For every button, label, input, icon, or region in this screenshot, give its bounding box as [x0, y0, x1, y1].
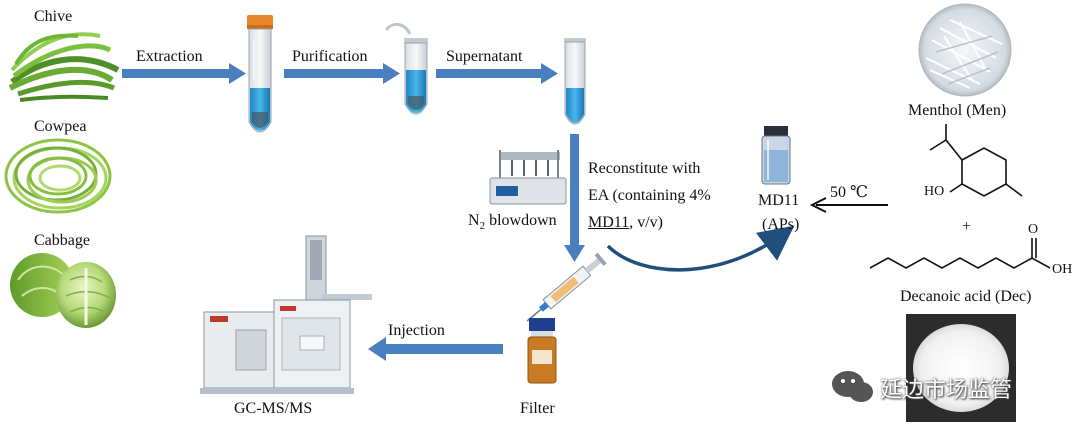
label-menthol-ho: HO: [924, 184, 945, 199]
arrow-heat: [809, 197, 888, 213]
label-reconstitute-line3: MD11, v/v): [588, 214, 663, 232]
label-md11: MD11: [758, 192, 800, 209]
decanoic-acid-powder-image: [906, 314, 1016, 422]
arrow-purification: [284, 63, 400, 84]
label-aps: (APs): [762, 216, 800, 233]
gc-ms-instrument-image: [200, 235, 372, 394]
cowpea-image: [4, 138, 112, 214]
label-reconstitute-line2: EA (containing 4%: [588, 187, 711, 204]
arrow-injection: [368, 337, 503, 361]
filter-vial-icon: [527, 318, 557, 384]
label-filter: Filter: [520, 400, 555, 417]
supernatant-tube-icon: [564, 38, 586, 125]
nitrogen-evaporator-icon: [489, 150, 567, 205]
label-plus: +: [962, 218, 972, 235]
label-n2-blowdown: N2 blowdown: [468, 212, 557, 232]
n2-symbol: N: [468, 212, 480, 229]
label-chive: Chive: [34, 8, 73, 25]
centrifuge-tube-icon: [247, 15, 273, 133]
wechat-icon: [832, 371, 873, 402]
label-reconstitute-line1: Reconstitute with: [588, 160, 701, 177]
md11-underlined: MD11: [588, 214, 630, 231]
watermark-text: 延边市场监管: [880, 378, 1013, 403]
arrow-extraction: [122, 63, 246, 84]
label-cowpea: Cowpea: [34, 118, 87, 135]
purification-tube-icon: [384, 23, 428, 115]
label-cabbage: Cabbage: [34, 232, 90, 249]
md11-vial-icon: [761, 126, 791, 185]
label-decanoic: Decanoic acid (Dec): [900, 288, 1032, 305]
label-supernatant: Supernatant: [446, 48, 523, 65]
menthol-structure: [929, 124, 1023, 197]
label-instrument: GC-MS/MS: [234, 400, 313, 417]
label-acid-o: O: [1028, 222, 1039, 237]
menthol-crystals-image: [918, 3, 1012, 97]
arrow-down: [564, 134, 585, 262]
n2-subscript: 2: [479, 220, 486, 233]
syringe-icon: [526, 252, 607, 322]
label-temperature: 50 ℃: [830, 184, 868, 201]
label-menthol: Menthol (Men): [908, 102, 1007, 119]
label-injection: Injection: [388, 322, 445, 339]
arrow-curve-md11: [606, 225, 795, 272]
chive-image: [8, 32, 120, 102]
label-acid-oh: OH: [1052, 262, 1073, 277]
blowdown-text: blowdown: [485, 212, 557, 229]
label-extraction: Extraction: [136, 48, 203, 65]
decanoic-acid-structure: [869, 238, 1051, 269]
label-purification: Purification: [292, 48, 368, 65]
vv-text: , v/v): [629, 214, 663, 231]
arrow-supernatant: [436, 63, 558, 84]
cabbage-image: [10, 253, 116, 328]
